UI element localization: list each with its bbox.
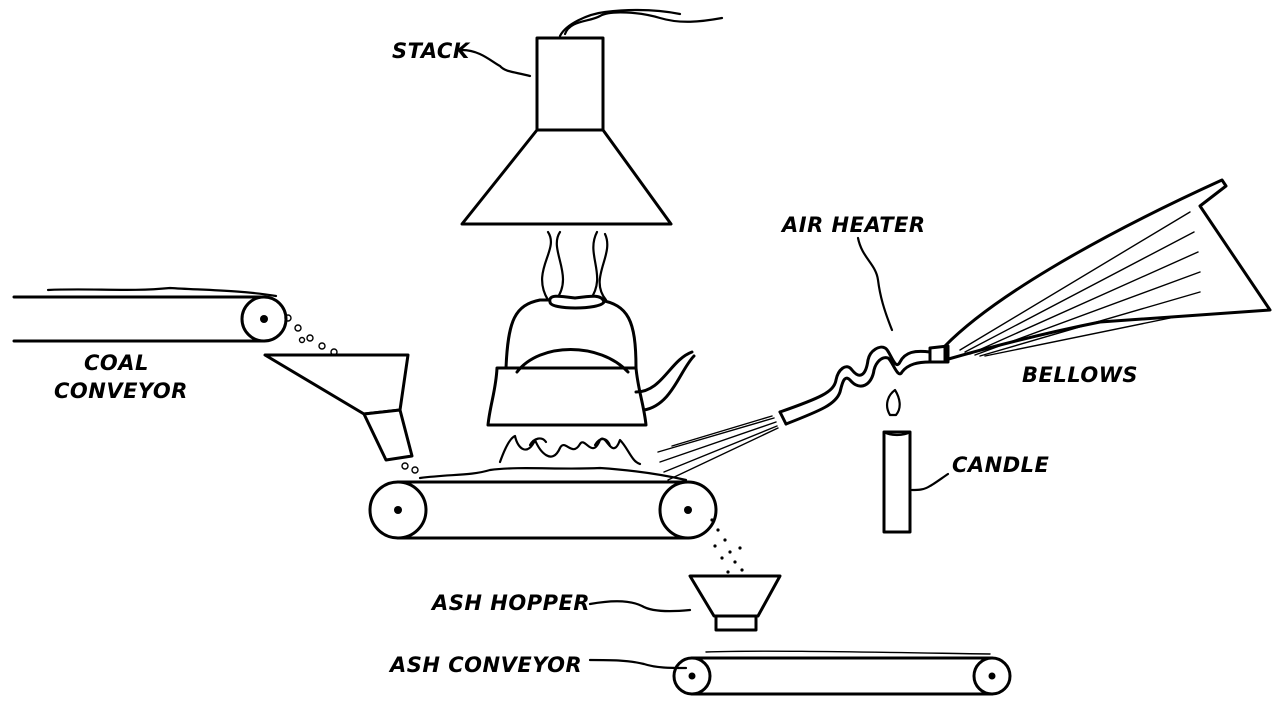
- leader-lines: [460, 48, 950, 670]
- coal-conveyor: [12, 286, 338, 356]
- ash-hopper: [688, 574, 782, 632]
- stack: [535, 8, 724, 132]
- candle: [882, 430, 912, 534]
- label-bellows: BELLOWS: [1022, 363, 1138, 387]
- coal-feed-hopper: [263, 353, 419, 474]
- bellows: [928, 178, 1272, 364]
- label-candle: CANDLE: [952, 453, 1050, 477]
- label-coal-conveyor-line2: CONVEYOR: [54, 379, 188, 403]
- labels: STACK AIR HEATER COAL CONVEYOR BELLOWS C…: [54, 39, 1138, 677]
- label-ash-conveyor: ASH CONVEYOR: [388, 653, 582, 677]
- label-stack: STACK: [392, 39, 471, 63]
- grate-conveyor: [368, 466, 718, 540]
- label-ash-hopper: ASH HOPPER: [430, 591, 590, 615]
- flames: [498, 434, 642, 466]
- ash-conveyor: [672, 650, 1012, 696]
- air-heater-pipe: [778, 345, 932, 426]
- label-coal-conveyor-line1: COAL: [84, 351, 149, 375]
- air-jets: [657, 415, 779, 481]
- hood: [460, 128, 673, 226]
- label-air-heater: AIR HEATER: [780, 213, 926, 237]
- kettle: [486, 294, 696, 427]
- ash-fall: [710, 518, 744, 574]
